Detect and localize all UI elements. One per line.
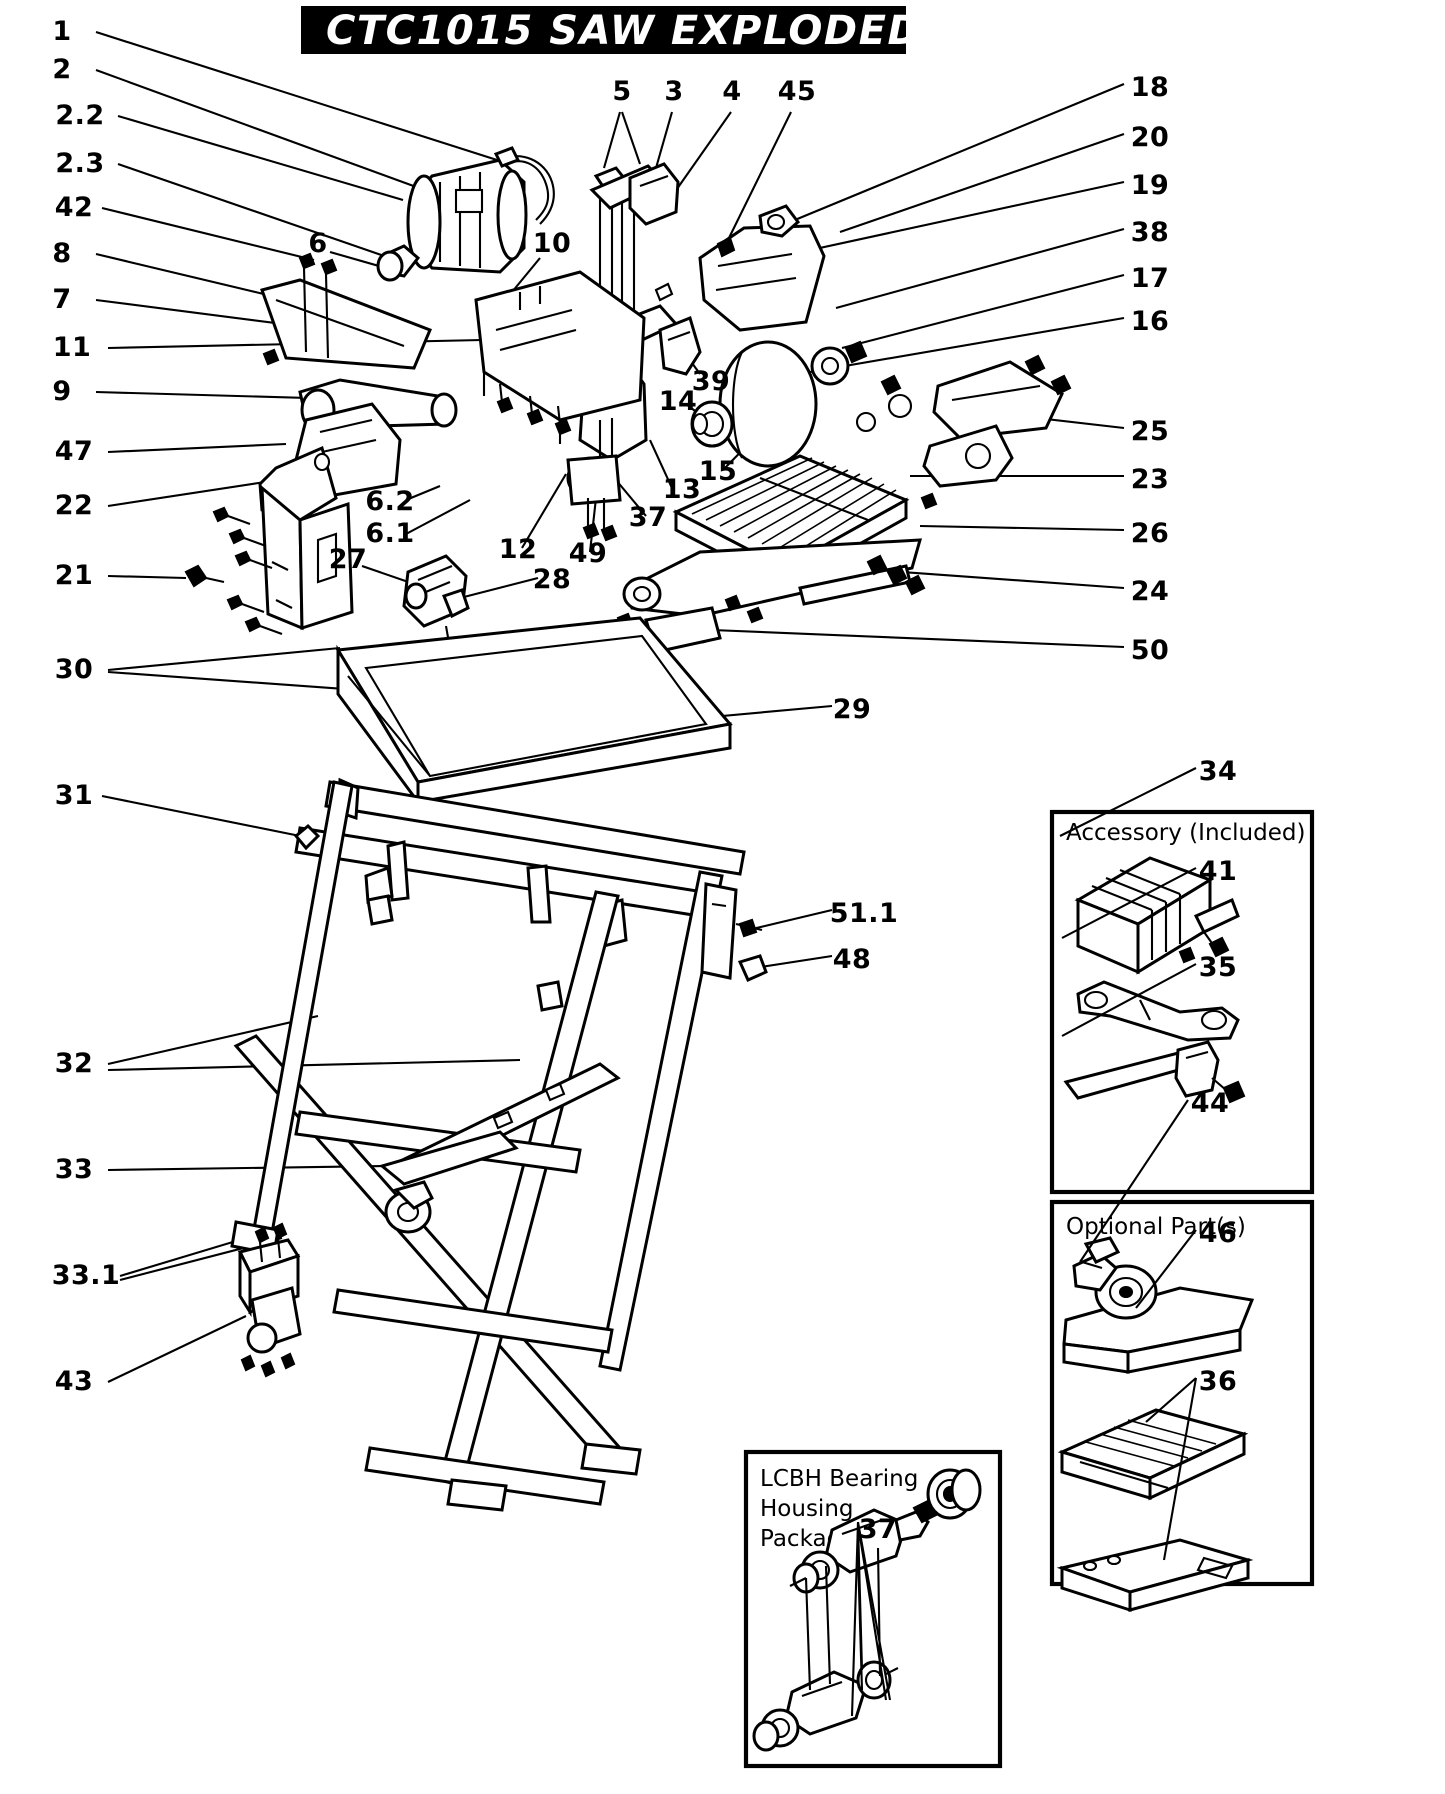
- work-table: [616, 354, 1072, 672]
- bearing-assembly-upper: [789, 1468, 982, 1594]
- callout-31[interactable]: 31: [55, 780, 94, 811]
- title-banner: CTC1015 SAW EXPLODED VIEW: [301, 6, 1061, 54]
- callout-20[interactable]: 20: [1131, 122, 1170, 153]
- callout-46[interactable]: 46: [1199, 1218, 1238, 1249]
- callout-6-1[interactable]: 6.1: [365, 518, 414, 549]
- motor-assembly: [376, 146, 555, 282]
- optional-part-36: [1056, 1538, 1254, 1613]
- callout-37-bearing[interactable]: 37: [859, 1514, 898, 1545]
- callout-30[interactable]: 30: [55, 654, 94, 685]
- callout-24[interactable]: 24: [1131, 576, 1170, 607]
- callouts-panel-bearing: 37: [859, 1514, 898, 1545]
- callout-18[interactable]: 18: [1131, 72, 1170, 103]
- callouts-center: 6 10 39 14 15 13 37 6.2 6.1 12 49 27 28 …: [308, 228, 899, 975]
- callout-26[interactable]: 26: [1131, 518, 1170, 549]
- leader-line-37-bearing: [850, 1521, 860, 1717]
- bearing-panel-label-1: LCBH Bearing: [760, 1466, 918, 1492]
- callout-22[interactable]: 22: [55, 490, 94, 521]
- optional-panel-label: Optional Part(s): [1066, 1214, 1246, 1240]
- callout-9[interactable]: 9: [52, 376, 71, 407]
- bearing-panel: LCBH Bearing Housing Package: [743, 1449, 1003, 1769]
- callouts-top-center: 5 3 4 45: [612, 76, 817, 107]
- optional-part-46: [1057, 1408, 1249, 1501]
- saw-blade: [654, 282, 818, 468]
- accessory-part-34: [1074, 856, 1240, 975]
- callout-43[interactable]: 43: [55, 1366, 94, 1397]
- callout-4[interactable]: 4: [722, 76, 741, 107]
- callout-2-3[interactable]: 2.3: [55, 148, 104, 179]
- callout-41[interactable]: 41: [1199, 856, 1238, 887]
- callout-49[interactable]: 49: [569, 538, 608, 569]
- accessory-panel-label: Accessory (Included): [1066, 820, 1305, 846]
- callout-23[interactable]: 23: [1131, 464, 1170, 495]
- right-bracket-assembly: [698, 204, 868, 386]
- machine-stand: [230, 777, 768, 1512]
- callout-13[interactable]: 13: [663, 474, 702, 505]
- coolant-pump: [402, 554, 470, 661]
- accessory-part-35: [1063, 1040, 1246, 1104]
- page-title: CTC1015 SAW EXPLODED VIEW: [326, 8, 1061, 54]
- callout-1[interactable]: 1: [52, 16, 71, 47]
- callout-32[interactable]: 32: [55, 1048, 94, 1079]
- title-bar-background: [301, 6, 906, 54]
- callouts-left-column: 1 2 2.2 2.3 42 8 7 11 9 47 22 21 30 31 3…: [52, 16, 121, 1397]
- optional-panel: Optional Part(s): [1049, 1199, 1315, 1613]
- callout-12[interactable]: 12: [499, 534, 538, 565]
- callouts-panel-right: 34 41 35 44 46 36: [1191, 756, 1238, 1397]
- callout-36[interactable]: 36: [1199, 1366, 1238, 1397]
- callout-11[interactable]: 11: [53, 332, 92, 363]
- callout-38[interactable]: 38: [1131, 217, 1170, 248]
- callout-8[interactable]: 8: [52, 238, 71, 269]
- accessory-panel: Accessory (Included): [1049, 809, 1315, 1195]
- callout-27[interactable]: 27: [329, 544, 368, 575]
- coolant-tank: [335, 616, 733, 807]
- callout-42[interactable]: 42: [55, 192, 94, 223]
- callout-5[interactable]: 5: [612, 76, 631, 107]
- main-frame-plate: [262, 252, 646, 444]
- callout-33-1[interactable]: 33.1: [52, 1260, 121, 1291]
- callout-15[interactable]: 15: [699, 456, 738, 487]
- callout-numbers: 1 2 2.2 2.3 42 8 7 11 9 47 22 21 30 31 3…: [52, 16, 1238, 1545]
- exploded-assembly-drawing: [184, 146, 1072, 1512]
- callout-2-2[interactable]: 2.2: [55, 100, 104, 131]
- callout-48[interactable]: 48: [833, 944, 872, 975]
- accessory-part-41: [1076, 980, 1240, 1042]
- callout-28[interactable]: 28: [533, 564, 572, 595]
- belt-and-cover: [258, 278, 458, 631]
- callout-25[interactable]: 25: [1131, 416, 1170, 447]
- callout-33[interactable]: 33: [55, 1154, 94, 1185]
- callout-35[interactable]: 35: [1199, 952, 1238, 983]
- callout-39[interactable]: 39: [692, 366, 731, 397]
- callout-7[interactable]: 7: [52, 284, 71, 315]
- leader-lines-panels: [856, 767, 1198, 1701]
- bearing-panel-label-2: Housing: [760, 1496, 854, 1522]
- callout-29[interactable]: 29: [833, 694, 872, 725]
- callout-45[interactable]: 45: [778, 76, 817, 107]
- callout-6[interactable]: 6: [308, 228, 327, 259]
- callout-51-1[interactable]: 51.1: [830, 898, 899, 929]
- callout-19[interactable]: 19: [1131, 170, 1170, 201]
- callout-14[interactable]: 14: [659, 386, 698, 417]
- callout-34[interactable]: 34: [1199, 756, 1238, 787]
- callout-2[interactable]: 2: [52, 54, 71, 85]
- callout-37[interactable]: 37: [629, 502, 668, 533]
- callout-6-2[interactable]: 6.2: [365, 486, 414, 517]
- callout-17[interactable]: 17: [1131, 263, 1170, 294]
- callout-10[interactable]: 10: [533, 228, 572, 259]
- fastener-cluster-left: [184, 506, 283, 635]
- callout-3[interactable]: 3: [664, 76, 683, 107]
- callout-47[interactable]: 47: [55, 436, 94, 467]
- optional-part-44: [1062, 1236, 1255, 1374]
- callout-44[interactable]: 44: [1191, 1088, 1230, 1119]
- callout-16[interactable]: 16: [1131, 306, 1170, 337]
- callout-21[interactable]: 21: [55, 560, 94, 591]
- callout-50[interactable]: 50: [1131, 635, 1170, 666]
- callouts-right-column: 18 20 19 38 17 16 25 23 26 24 50: [1131, 72, 1170, 666]
